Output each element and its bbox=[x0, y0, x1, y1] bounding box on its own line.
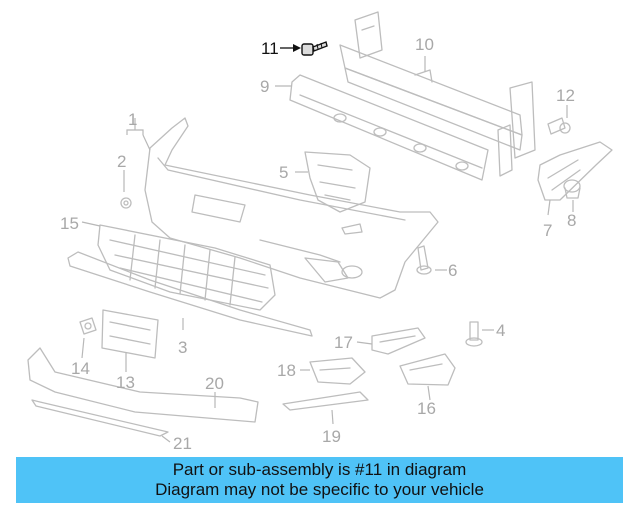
part-19-strip bbox=[282, 391, 369, 411]
part-20-spoiler bbox=[27, 347, 259, 423]
callout-7: 7 bbox=[543, 221, 552, 240]
callout-4: 4 bbox=[496, 321, 505, 340]
callout-11: 11 bbox=[261, 39, 279, 58]
part-7-bracket bbox=[537, 141, 613, 201]
part-1-bumper-cover bbox=[144, 117, 439, 299]
part-14-clip bbox=[79, 317, 97, 335]
callout-16: 16 bbox=[417, 399, 436, 418]
callout-6: 6 bbox=[448, 261, 457, 280]
callout-21: 21 bbox=[173, 434, 192, 453]
part-3-trim-strip bbox=[67, 251, 313, 337]
callout-17: 17 bbox=[334, 333, 353, 352]
part-2-clip bbox=[120, 197, 132, 209]
part-13-license-bracket bbox=[101, 309, 159, 359]
parts-diagram: 1 2 3 4 5 6 7 8 9 10 11 12 13 14 15 16 1… bbox=[27, 11, 613, 453]
part-16-fog-cover bbox=[399, 353, 456, 386]
callout-12: 12 bbox=[556, 86, 575, 105]
part-15-lower-grille bbox=[97, 224, 276, 311]
callout-3: 3 bbox=[178, 338, 187, 357]
callout-1: 1 bbox=[128, 110, 137, 129]
callout-8: 8 bbox=[567, 211, 576, 230]
part-21-lower-strip bbox=[31, 399, 169, 437]
part-9-energy-absorber bbox=[289, 74, 489, 181]
callout-19: 19 bbox=[322, 427, 341, 446]
banner-line-1: Part or sub-assembly is #11 in diagram bbox=[172, 460, 467, 479]
callout-5: 5 bbox=[279, 163, 288, 182]
callout-13: 13 bbox=[116, 373, 135, 392]
part-18-fog-trim-left bbox=[309, 357, 366, 385]
callout-15: 15 bbox=[60, 214, 79, 233]
part-6-bolt bbox=[416, 245, 432, 275]
part-17-fog-trim-right bbox=[371, 327, 426, 355]
part-12-fastener bbox=[547, 117, 571, 135]
callout-9: 9 bbox=[260, 77, 269, 96]
part-11-bolt bbox=[301, 41, 328, 56]
part-4-screw bbox=[465, 321, 483, 347]
callout-10: 10 bbox=[415, 35, 434, 54]
callout-20: 20 bbox=[205, 374, 224, 393]
part-5-bracket bbox=[304, 151, 371, 213]
part-10-reinforcement-beam bbox=[339, 11, 536, 177]
banner-line-2: Diagram may not be specific to your vehi… bbox=[155, 480, 484, 499]
callout-14: 14 bbox=[71, 359, 90, 378]
part-8-nut bbox=[563, 179, 581, 199]
callout-2: 2 bbox=[117, 152, 126, 171]
callout-18: 18 bbox=[277, 361, 296, 380]
leader-lines bbox=[81, 44, 574, 443]
info-banner: Part or sub-assembly is #11 in diagram D… bbox=[16, 457, 623, 503]
